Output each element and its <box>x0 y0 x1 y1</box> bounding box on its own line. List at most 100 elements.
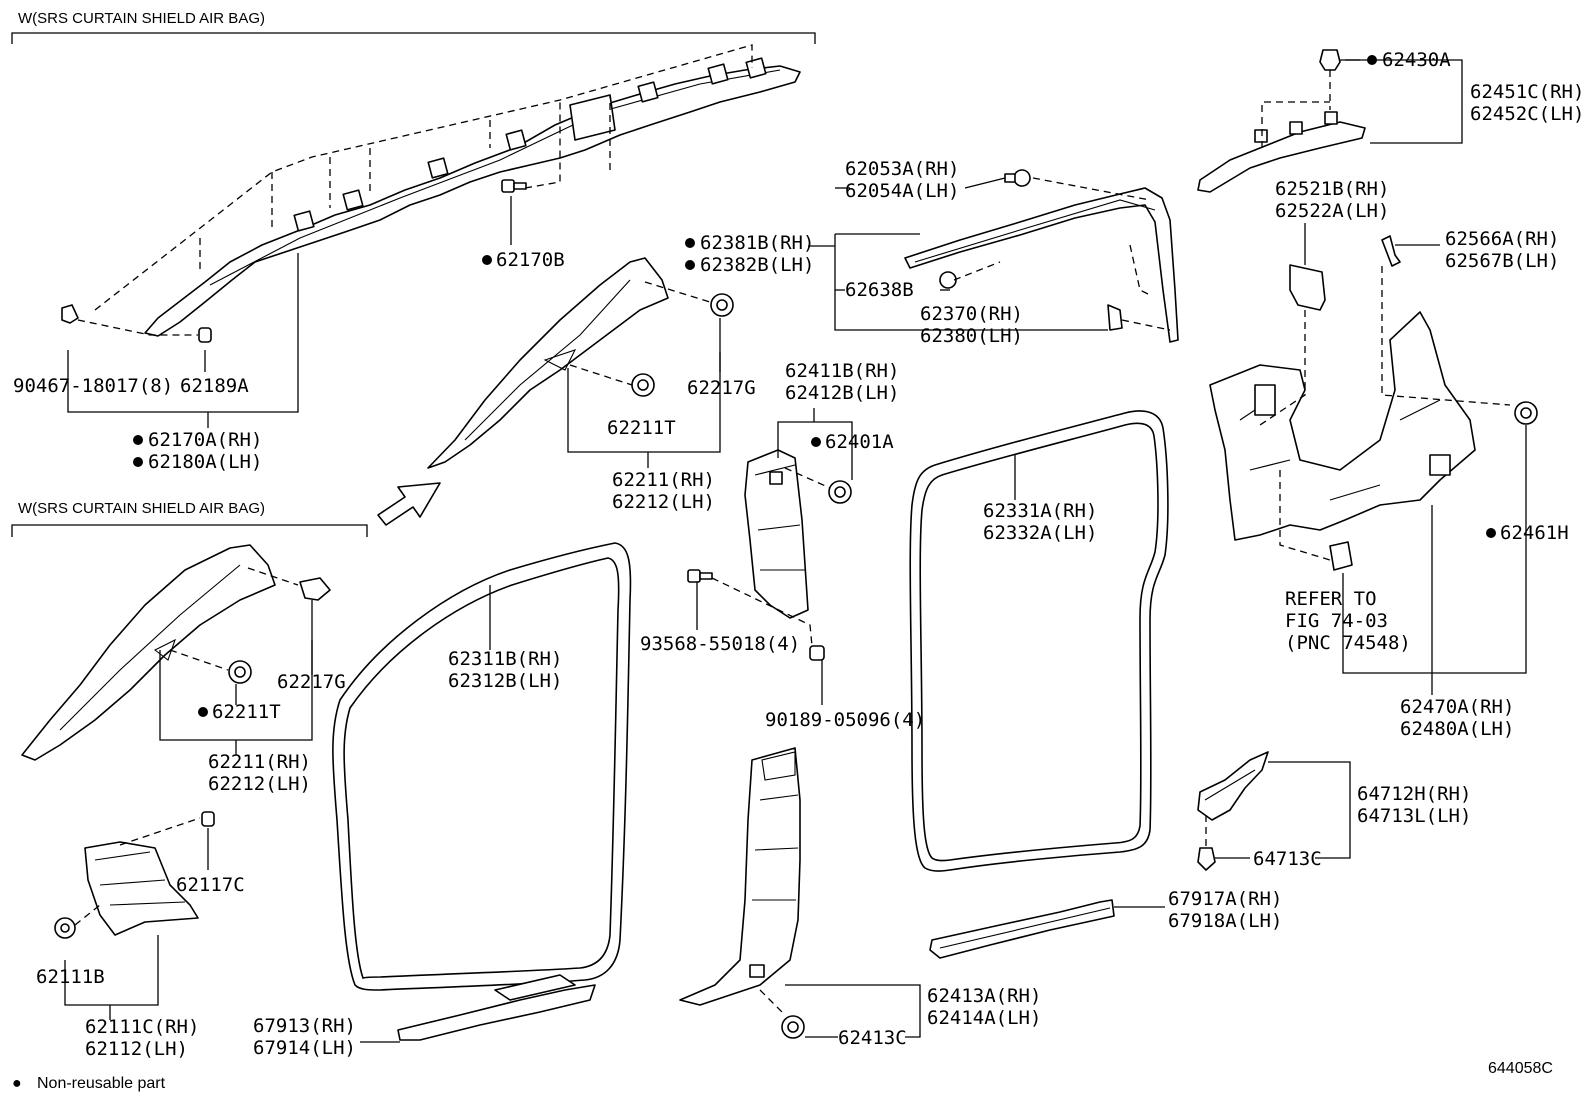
label-62470A-RH: 62470A(RH) <box>1400 696 1514 718</box>
back-door-trim-drawing <box>1197 111 1366 193</box>
label-62461H: 62461H <box>1500 522 1569 544</box>
center-pillar-lower-drawing <box>679 747 801 1006</box>
label-67914-LH: 67914(LH) <box>253 1037 356 1059</box>
header-top-label: W(SRS CURTAIN SHIELD AIR BAG) <box>18 10 265 27</box>
clip-62461H-drawing <box>1514 401 1538 425</box>
dashed-lines <box>74 44 1511 1016</box>
label-62053A-RH: 62053A(RH) <box>845 158 959 180</box>
clip-62117C-drawing <box>201 811 215 827</box>
clip-62413C-drawing <box>781 1015 805 1039</box>
non-reusable-dot <box>685 238 695 248</box>
label-62170A-RH: 62170A(RH) <box>148 429 262 451</box>
bracket-62566A-drawing <box>1381 235 1401 267</box>
clip-62189A-drawing <box>198 327 212 343</box>
clip-62111B-drawing <box>54 917 76 939</box>
non-reusable-dot <box>811 437 821 447</box>
label-62211T-top: 62211T <box>607 417 676 439</box>
label-62521B-RH: 62521B(RH) <box>1275 178 1389 200</box>
clip-64713C-drawing <box>1197 847 1216 871</box>
label-62054A-LH: 62054A(LH) <box>845 180 959 202</box>
clip-62053A-drawing <box>1004 169 1031 187</box>
label-67917A-RH: 67917A(RH) <box>1168 888 1282 910</box>
legend: ● Non-reusable part <box>12 1075 166 1092</box>
header-middle-bracket <box>11 524 368 537</box>
label-64712H-RH: 64712H(RH) <box>1357 783 1471 805</box>
label-67913-RH: 67913(RH) <box>253 1015 356 1037</box>
front-pillar-garnish-top-drawing <box>427 257 669 469</box>
rear-door-seal-inner <box>919 422 1159 862</box>
direction-arrow <box>377 482 441 526</box>
non-reusable-dot <box>1367 55 1377 65</box>
label-62180A-LH: 62180A(LH) <box>148 451 262 473</box>
label-62412B-LH: 62412B(LH) <box>785 382 899 404</box>
clip-62217G-top-drawing <box>710 293 734 317</box>
clip-62370-drawing <box>1107 304 1123 331</box>
quarter-trim-panel-drawing <box>1209 311 1476 541</box>
non-reusable-dot <box>198 707 208 717</box>
label-62638B: 62638B <box>845 279 914 301</box>
part-labels: 90467-18017(8) 62189A 62170A(RH) 62180A(… <box>13 49 1584 1060</box>
label-62117C: 62117C <box>176 874 245 896</box>
cowl-side-trim-drawing <box>84 841 199 936</box>
label-62217G-top: 62217G <box>687 377 756 399</box>
label-62413C: 62413C <box>838 1027 907 1049</box>
label-62567B-LH: 62567B(LH) <box>1445 250 1559 272</box>
label-62217G-mid: 62217G <box>277 671 346 693</box>
label-62212-LH-mid: 62212(LH) <box>208 773 311 795</box>
label-62382B-LH: 62382B(LH) <box>700 254 814 276</box>
bracket-62521B-drawing <box>1289 264 1326 311</box>
label-62370-RH: 62370(RH) <box>920 303 1023 325</box>
label-62170B: 62170B <box>496 249 565 271</box>
clip-90189-drawing <box>809 645 825 661</box>
front-door-seal-inner <box>343 557 620 979</box>
label-refer-line2: FIG 74-03 <box>1285 610 1388 632</box>
rear-door-seal-drawing <box>909 410 1169 872</box>
label-62380-LH: 62380(LH) <box>920 325 1023 347</box>
label-62312B-LH: 62312B(LH) <box>448 670 562 692</box>
label-64713C: 64713C <box>1253 848 1322 870</box>
clip-62638B-drawing <box>939 271 957 289</box>
label-62111C-RH: 62111C(RH) <box>85 1016 199 1038</box>
label-62381B-RH: 62381B(RH) <box>700 232 814 254</box>
header-top: W(SRS CURTAIN SHIELD AIR BAG) <box>11 10 816 44</box>
clip-62430A-drawing <box>1319 49 1341 71</box>
label-62211-RH-top: 62211(RH) <box>612 469 715 491</box>
deck-trim-panel-drawing <box>1197 751 1269 821</box>
label-62332A-LH: 62332A(LH) <box>983 522 1097 544</box>
center-pillar-upper-drawing <box>744 449 809 619</box>
label-62211-RH-mid: 62211(RH) <box>208 751 311 773</box>
label-62212-LH-top: 62212(LH) <box>612 491 715 513</box>
label-64713L-LH: 64713L(LH) <box>1357 805 1471 827</box>
rear-scuff-plate-drawing <box>929 899 1115 959</box>
non-reusable-dot <box>685 260 695 270</box>
clip-62211T-top-drawing <box>631 373 655 397</box>
front-door-seal-drawing <box>332 542 632 991</box>
label-62480A-LH: 62480A(LH) <box>1400 718 1514 740</box>
roof-weatherstrip-drawing <box>904 187 1179 343</box>
label-90189-05096: 90189-05096(4) <box>765 709 925 731</box>
label-refer-line1: REFER TO <box>1285 588 1377 610</box>
label-62112-LH: 62112(LH) <box>85 1038 188 1060</box>
label-62211T-mid: 62211T <box>212 701 281 723</box>
header-middle: W(SRS CURTAIN SHIELD AIR BAG) <box>11 500 368 537</box>
label-62430A: 62430A <box>1382 49 1451 71</box>
clip-62401A-drawing <box>828 480 852 504</box>
non-reusable-dot <box>1486 528 1496 538</box>
header-top-bracket <box>11 32 816 44</box>
roof-side-garnish-drawing <box>144 57 801 337</box>
bolt-93568-drawing <box>687 569 713 583</box>
bolt-62170B-drawing <box>501 179 527 193</box>
leader-lines <box>64 59 1527 1043</box>
label-62451C-RH: 62451C(RH) <box>1470 81 1584 103</box>
front-pillar-garnish-mid-drawing <box>21 544 276 761</box>
diagram-code: 644058C <box>1488 1060 1553 1077</box>
non-reusable-dot <box>133 457 143 467</box>
non-reusable-dot <box>133 435 143 445</box>
label-62111B: 62111B <box>36 966 105 988</box>
label-90467-18017: 90467-18017(8) <box>13 375 173 397</box>
label-62452C-LH: 62452C(LH) <box>1470 103 1584 125</box>
label-62566A-RH: 62566A(RH) <box>1445 228 1559 250</box>
label-62401A: 62401A <box>825 431 894 453</box>
clip-90467-drawing <box>61 304 79 324</box>
